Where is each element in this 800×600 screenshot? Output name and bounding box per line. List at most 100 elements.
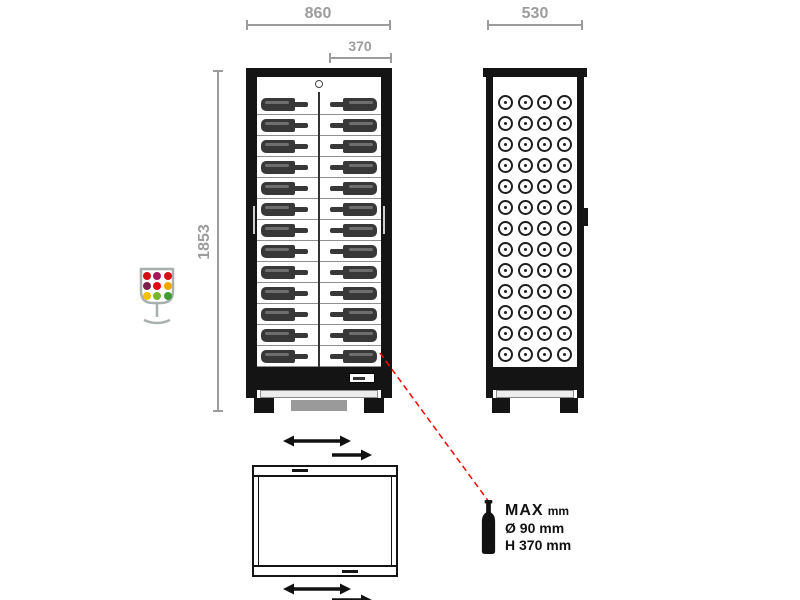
logo-dot bbox=[153, 272, 162, 280]
front-left-foot bbox=[254, 398, 274, 413]
left-door-handle bbox=[253, 206, 255, 234]
bottle-base-icon bbox=[537, 242, 553, 257]
bottle-shelf-slot bbox=[319, 262, 381, 283]
sliding-door-back bbox=[254, 565, 396, 575]
wine-bottle-icon bbox=[327, 202, 377, 216]
bottle-column-right bbox=[319, 94, 381, 367]
wine-bottle-icon bbox=[261, 286, 311, 300]
side-top-frame bbox=[483, 68, 587, 77]
bottle-base-icon bbox=[498, 242, 514, 257]
cabinet-right-frame bbox=[381, 68, 392, 398]
bottle-base-icon bbox=[556, 221, 572, 236]
bottle-base-icon bbox=[537, 158, 553, 173]
cabinet-top-frame bbox=[246, 68, 392, 77]
bottle-base-icon bbox=[517, 326, 533, 341]
control-strip bbox=[257, 367, 381, 390]
wine-bottle-icon bbox=[261, 307, 311, 321]
bottle-base-icon bbox=[537, 200, 553, 215]
bottle-shelf-slot bbox=[257, 115, 319, 136]
bottle-base-icon bbox=[498, 137, 514, 152]
bottle-shelf-slot bbox=[257, 178, 319, 199]
wine-bottle-icon bbox=[261, 97, 311, 111]
dim-label-door-width: 370 bbox=[348, 38, 372, 54]
logo-dot bbox=[153, 292, 162, 300]
right-arrow-top-icon bbox=[332, 449, 372, 461]
bottle-shelf-slot bbox=[257, 325, 319, 346]
bottle-base-icon bbox=[498, 347, 514, 362]
spec-max-line: MAX mm bbox=[505, 502, 570, 519]
bottle-shelf-slot bbox=[257, 262, 319, 283]
front-view bbox=[246, 68, 392, 413]
bottle-shelf-slot bbox=[319, 220, 381, 241]
bottle-shelf-slot bbox=[319, 94, 381, 115]
bottle-shelf-slot bbox=[319, 283, 381, 304]
bottle-shelf-slot bbox=[257, 220, 319, 241]
logo-dot bbox=[143, 282, 152, 290]
bottle-base-icon bbox=[517, 347, 533, 362]
bottle-base-icon bbox=[517, 242, 533, 257]
bottle-base-icon bbox=[556, 95, 572, 110]
wine-bottle-icon bbox=[261, 181, 311, 195]
bottle-max-size-note: MAX mm Ø 90 mm H 370 mm bbox=[505, 502, 571, 554]
bottle-base-icon bbox=[498, 95, 514, 110]
bottle-base-icon bbox=[537, 305, 553, 320]
bottle-base-icon bbox=[556, 179, 572, 194]
dim-line-depth bbox=[487, 20, 583, 30]
bottle-shelf-slot bbox=[257, 94, 319, 115]
bottle-base-icon bbox=[537, 326, 553, 341]
dim-line-height bbox=[213, 70, 223, 412]
cabinet-walls bbox=[258, 476, 392, 566]
front-center-bar bbox=[291, 400, 347, 411]
right-arrow-bottom-icon bbox=[332, 594, 372, 600]
double-arrow-top-icon bbox=[283, 435, 351, 447]
side-plinth bbox=[496, 390, 574, 398]
logo-bottle-dots bbox=[143, 272, 172, 300]
bottle-base-icon bbox=[498, 263, 514, 278]
wine-bottle-icon bbox=[327, 265, 377, 279]
bottle-base-icon bbox=[556, 137, 572, 152]
bottle-base-icon bbox=[556, 305, 572, 320]
wine-bottle-icon bbox=[261, 202, 311, 216]
bottle-base-icon bbox=[556, 263, 572, 278]
bottle-shelf-slot bbox=[257, 136, 319, 157]
bottle-shelf-slot bbox=[257, 241, 319, 262]
logo-dot bbox=[143, 292, 152, 300]
bottle-silhouette-icon bbox=[481, 500, 496, 554]
top-view bbox=[252, 465, 398, 577]
bottle-base-icon bbox=[537, 263, 553, 278]
side-view bbox=[483, 68, 588, 413]
wine-bottle-icon bbox=[261, 118, 311, 132]
bottle-base-icon bbox=[498, 116, 514, 131]
logo-dot bbox=[153, 282, 162, 290]
bottle-base-icon bbox=[517, 158, 533, 173]
bottle-base-icon bbox=[556, 158, 572, 173]
bottle-shelf-slot bbox=[319, 157, 381, 178]
bottle-base-icon bbox=[537, 116, 553, 131]
wine-glass-icon bbox=[139, 267, 175, 325]
bottle-base-icon bbox=[517, 263, 533, 278]
lock-icon bbox=[315, 80, 323, 88]
wine-bottle-icon bbox=[327, 160, 377, 174]
spec-diameter-line: Ø 90 mm bbox=[505, 520, 565, 536]
dim-line-width bbox=[246, 20, 391, 30]
right-door-handle bbox=[383, 206, 385, 234]
wine-bottle-icon bbox=[261, 223, 311, 237]
bottle-base-icon bbox=[556, 116, 572, 131]
side-left-frame bbox=[486, 68, 493, 398]
bottle-base-icon bbox=[498, 158, 514, 173]
bottle-base-icon bbox=[556, 200, 572, 215]
sliding-door-front bbox=[254, 467, 396, 477]
side-door-handle bbox=[584, 208, 588, 226]
double-arrow-bottom-icon bbox=[283, 583, 351, 595]
bottle-base-icon bbox=[498, 305, 514, 320]
front-right-foot bbox=[364, 398, 384, 413]
wine-bottle-icon bbox=[327, 307, 377, 321]
wine-bottle-icon bbox=[327, 97, 377, 111]
bottle-base-icon bbox=[537, 347, 553, 362]
bottle-shelf-slot bbox=[319, 325, 381, 346]
bottle-shelf-slot bbox=[319, 178, 381, 199]
wine-bottle-icon bbox=[261, 349, 311, 363]
bottle-column-left bbox=[257, 94, 319, 367]
dim-label-height: 1853 bbox=[196, 224, 213, 260]
